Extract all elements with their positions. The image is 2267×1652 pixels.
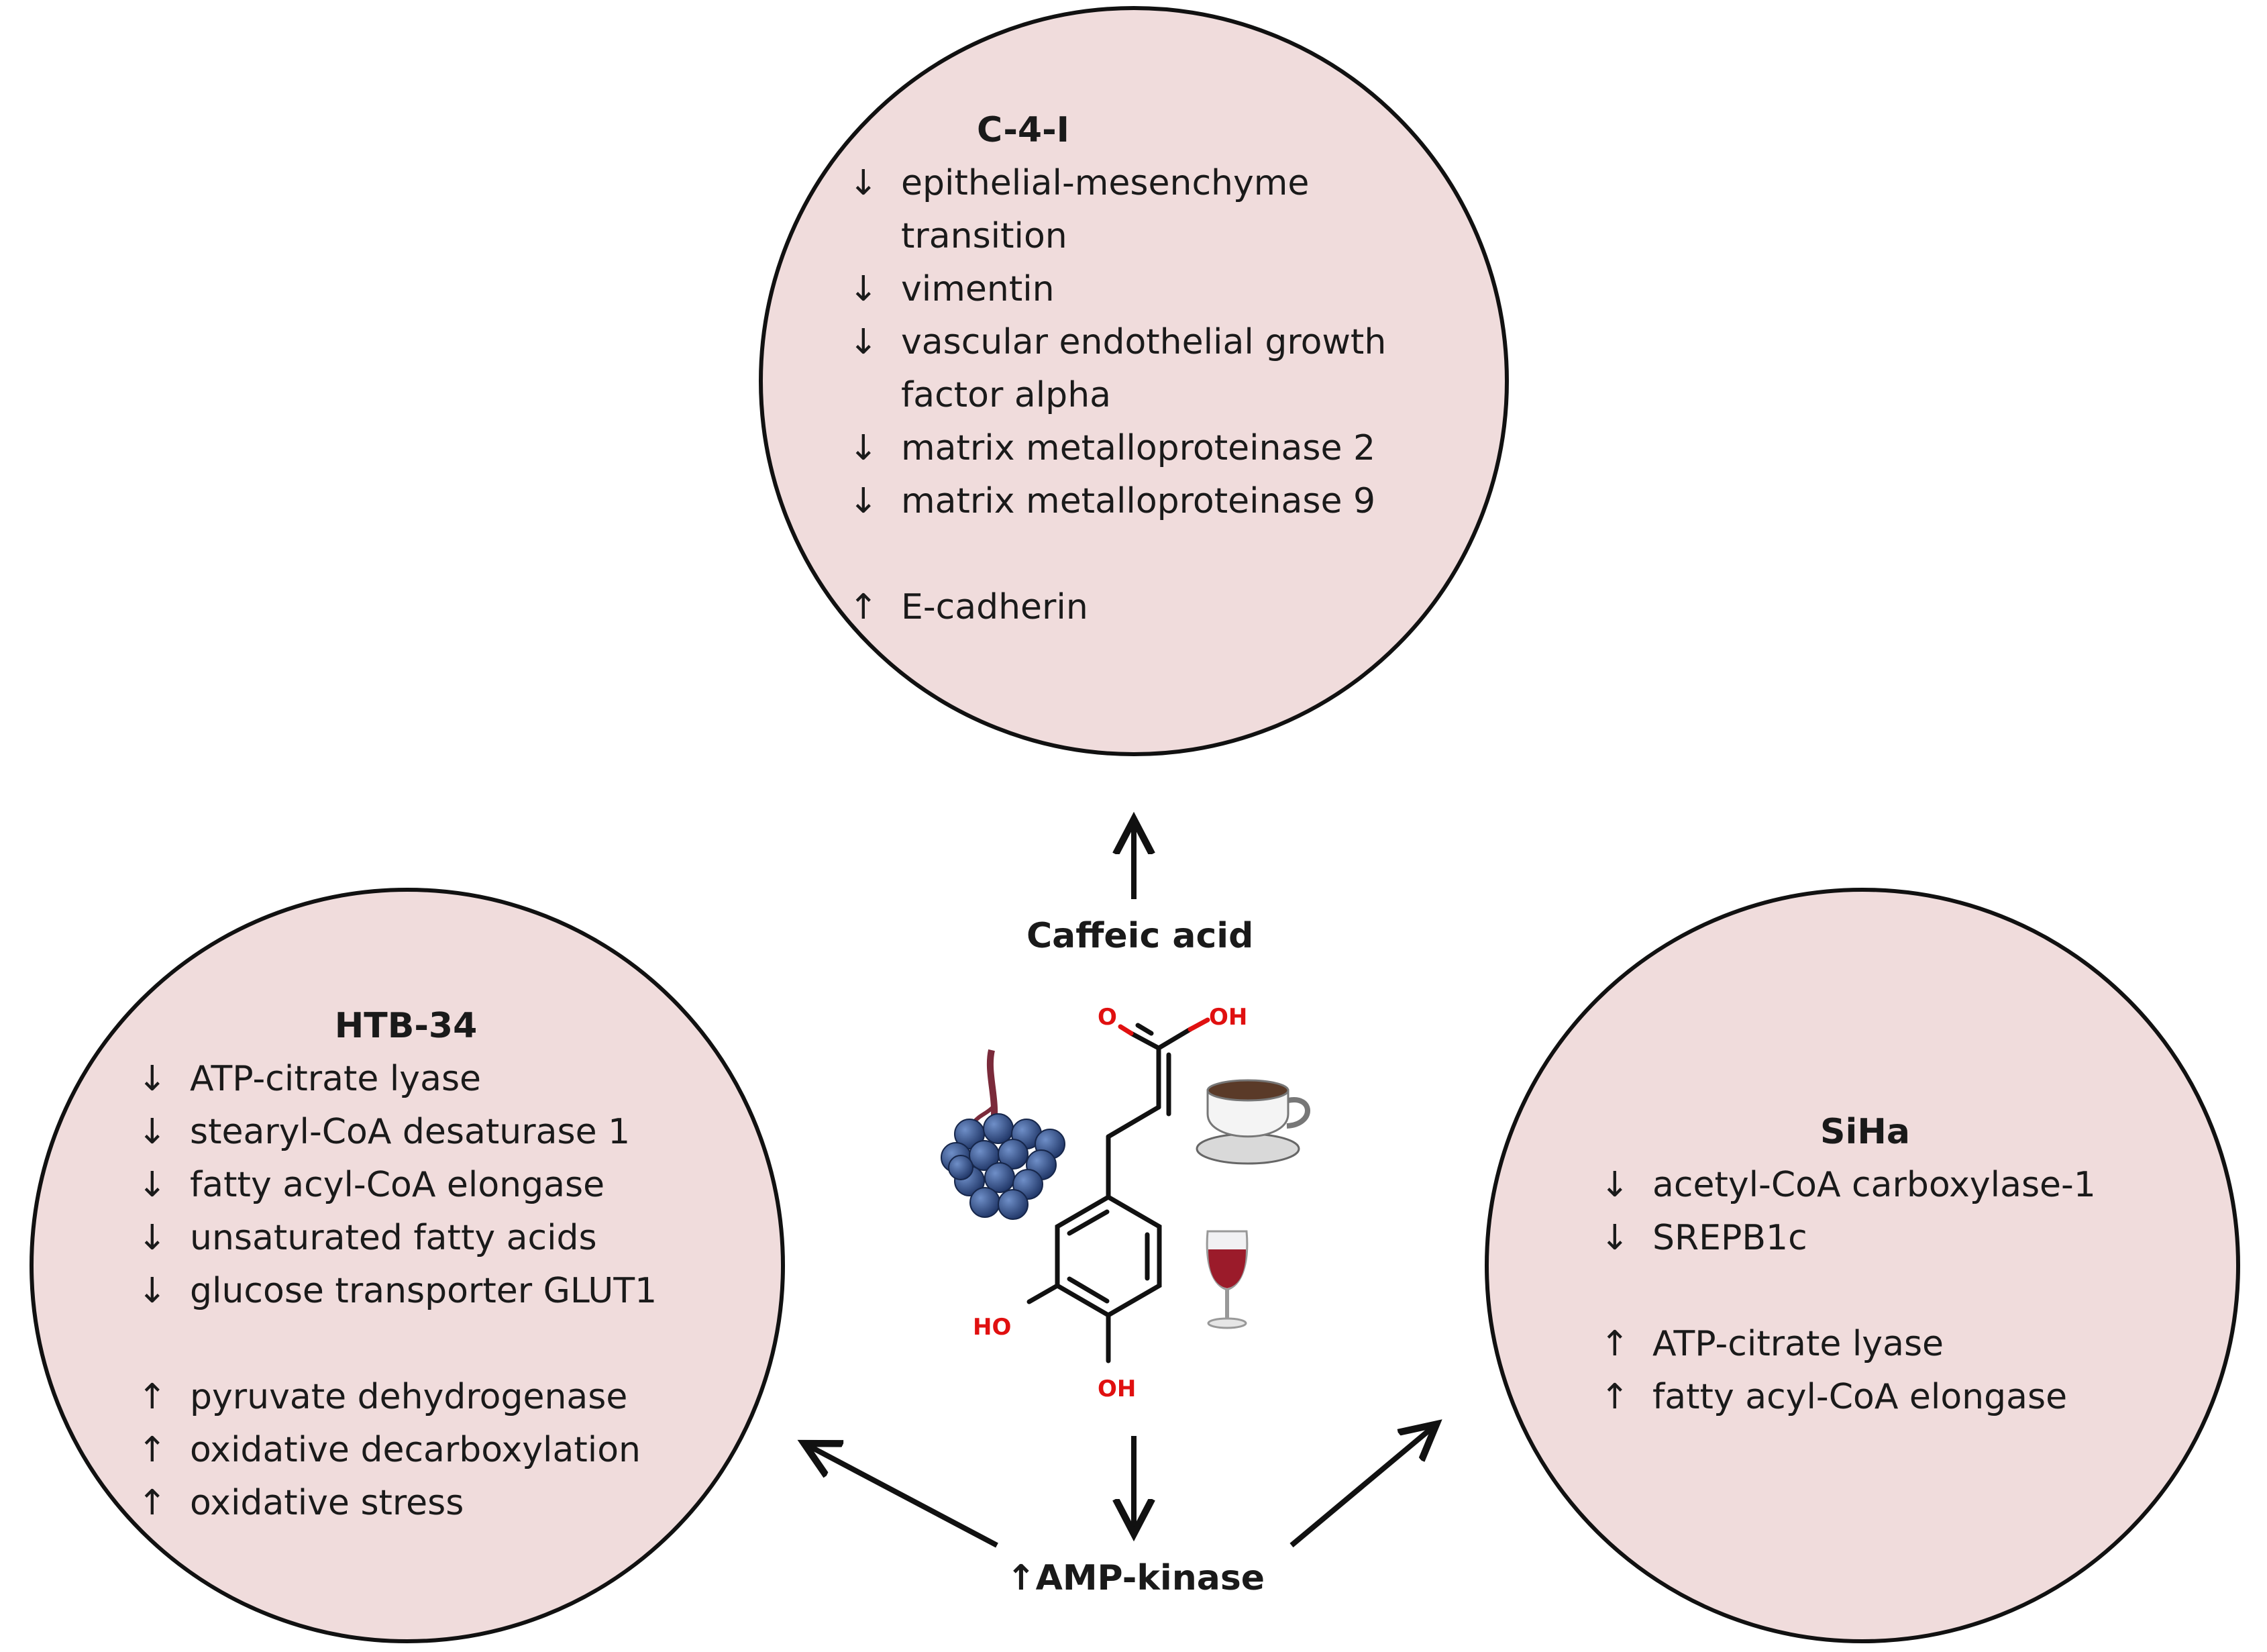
up-arrow-icon: ↑ <box>138 1483 167 1523</box>
down-arrow-icon: ↓ <box>138 1165 167 1205</box>
list-item: ↑pyruvate dehydrogenase <box>138 1371 741 1424</box>
up-arrow-icon: ↑ <box>138 1377 167 1417</box>
list-item: ↓epithelial-mesenchyme transition <box>849 157 1426 263</box>
list-item: ↓SREPB1c <box>1600 1212 2137 1265</box>
chem-label-o: O <box>1098 1004 1117 1031</box>
up-arrow-icon: ↑ <box>1600 1324 1630 1364</box>
list-item: ↑oxidative decarboxylation <box>138 1424 741 1477</box>
siha-title: SiHa <box>1820 1112 1910 1152</box>
down-arrow-icon: ↓ <box>138 1112 167 1152</box>
siha-text: SiHa ↓acetyl-CoA carboxylase-1 ↓SREPB1c … <box>1600 1106 2137 1424</box>
caffeic-acid-structure <box>1026 1023 1193 1363</box>
ampk-label: ↑AMP-kinase <box>1006 1558 1265 1598</box>
down-arrow-icon: ↓ <box>849 481 878 521</box>
down-arrow-icon: ↓ <box>1600 1165 1630 1205</box>
up-arrow-icon: ↑ <box>1600 1377 1630 1417</box>
list-item: ↓unsaturated fatty acids <box>138 1212 741 1265</box>
caffeic-acid-title: Caffeic acid <box>1026 916 1254 956</box>
list-item: ↑E-cadherin <box>849 581 1426 634</box>
down-arrow-icon: ↓ <box>849 269 878 309</box>
c4i-title: C-4-I <box>976 110 1070 150</box>
htb34-title: HTB-34 <box>334 1006 478 1046</box>
coffee-cup-icon <box>1196 1079 1310 1165</box>
arrow-to-htb34 <box>806 1445 998 1548</box>
c4i-text: C-4-I ↓epithelial-mesenchyme transition … <box>849 104 1426 634</box>
down-arrow-icon: ↓ <box>1600 1218 1630 1258</box>
htb34-text: HTB-34 ↓ATP-citrate lyase ↓stearyl-CoA d… <box>138 1000 741 1530</box>
down-arrow-icon: ↓ <box>849 428 878 468</box>
circle-htb34 <box>30 888 785 1643</box>
list-item: ↑ATP-citrate lyase <box>1600 1318 2137 1371</box>
list-item: ↓stearyl-CoA desaturase 1 <box>138 1106 741 1159</box>
chem-label-ring-oh: OH <box>1098 1376 1137 1402</box>
down-arrow-icon: ↓ <box>138 1218 167 1258</box>
chem-label-acid-oh: OH <box>1209 1004 1248 1031</box>
up-arrow-icon: ↑ <box>849 587 878 627</box>
down-arrow-icon: ↓ <box>138 1271 167 1311</box>
chem-label-ho: HO <box>973 1314 1012 1341</box>
list-item: ↓fatty acyl-CoA elongase <box>138 1159 741 1212</box>
list-item: ↓glucose transporter GLUT1 <box>138 1265 741 1318</box>
list-item: ↓acetyl-CoA carboxylase-1 <box>1600 1159 2137 1212</box>
list-item: ↓vascular endothelial growth factor alph… <box>849 316 1426 422</box>
wine-glass-icon <box>1206 1230 1249 1329</box>
down-arrow-icon: ↓ <box>138 1059 167 1099</box>
down-arrow-icon: ↓ <box>849 322 878 362</box>
circle-siha <box>1485 888 2240 1643</box>
up-arrow-icon: ↑ <box>138 1430 167 1470</box>
list-item: ↓matrix metalloproteinase 9 <box>849 475 1426 528</box>
list-item: ↓vimentin <box>849 263 1426 316</box>
list-item: ↓matrix metalloproteinase 2 <box>849 422 1426 475</box>
list-item: ↓ATP-citrate lyase <box>138 1053 741 1106</box>
list-item: ↑fatty acyl-CoA elongase <box>1600 1371 2137 1424</box>
list-item: ↑oxidative stress <box>138 1477 741 1530</box>
blueberry-icon <box>941 1049 1065 1220</box>
circle-c4i <box>759 6 1509 756</box>
down-arrow-icon: ↓ <box>849 163 878 203</box>
arrow-to-siha <box>1289 1426 1434 1548</box>
